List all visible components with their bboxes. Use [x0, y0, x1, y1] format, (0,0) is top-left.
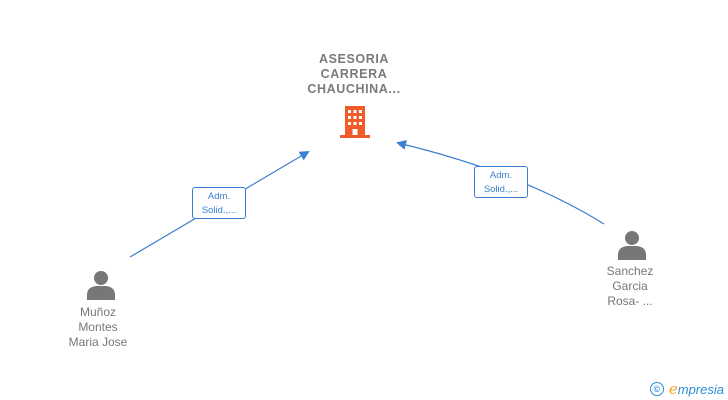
- copyright-icon: ©: [649, 382, 664, 396]
- role-badge[interactable]: Adm. Solid.,...: [474, 166, 528, 198]
- company-name[interactable]: ASESORIA CARRERA CHAUCHINA...: [290, 52, 418, 97]
- person-name[interactable]: Sanchez Garcia Rosa- ...: [580, 264, 680, 309]
- person-name[interactable]: Muñoz Montes Maria Jose: [48, 305, 148, 350]
- person-icon[interactable]: [616, 228, 648, 265]
- brand-rest: mpresia: [677, 382, 724, 397]
- company-name-line: CARRERA: [320, 67, 388, 81]
- role-badge[interactable]: Adm. Solid.,...: [192, 187, 246, 219]
- role-line: Adm.: [489, 170, 513, 181]
- person-name-line: Garcia: [612, 279, 648, 293]
- person-icon[interactable]: [85, 268, 117, 305]
- person-name-line: Maria Jose: [68, 335, 128, 349]
- empresia-brand[interactable]: © empresia: [649, 380, 724, 398]
- brand-initial: e: [668, 380, 678, 398]
- role-line: Solid.,...: [483, 184, 519, 195]
- role-line: Adm.: [207, 191, 231, 202]
- person-name-line: Rosa- ...: [607, 294, 653, 308]
- building-icon[interactable]: [338, 104, 372, 143]
- company-name-line: ASESORIA: [318, 52, 390, 66]
- company-name-line: CHAUCHINA...: [307, 82, 401, 96]
- brand-wordmark: empresia: [669, 380, 724, 398]
- person-name-line: Muñoz: [79, 305, 117, 319]
- person-name-line: Sanchez: [606, 264, 654, 278]
- person-name-line: Montes: [78, 320, 118, 334]
- role-line: Solid.,...: [201, 205, 237, 216]
